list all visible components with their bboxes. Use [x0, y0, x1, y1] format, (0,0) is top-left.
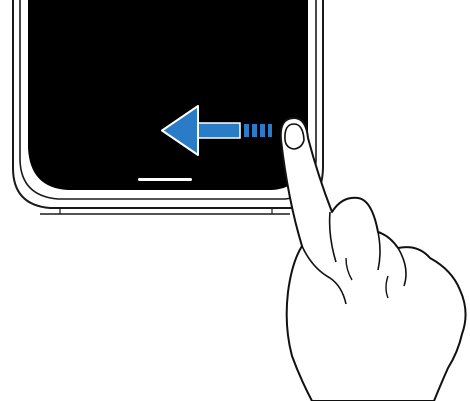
finger-crease	[328, 211, 337, 263]
arrow-tail-segment	[260, 124, 265, 137]
arrow-tail-segment	[244, 124, 249, 137]
arrow-tail-segment	[268, 124, 272, 137]
finger-crease	[377, 231, 381, 271]
gesture-handle-icon	[138, 178, 192, 181]
pointing-hand-icon	[279, 117, 467, 401]
finger-crease	[345, 257, 353, 281]
fingernail	[284, 123, 305, 150]
finger-crease	[397, 247, 407, 287]
phone-screen	[28, 0, 308, 190]
arrow-head	[161, 105, 199, 156]
swipe-left-arrow-icon	[161, 105, 272, 156]
hand-outline	[279, 117, 467, 401]
thumb-line	[301, 245, 347, 305]
arrow-tail-segment	[252, 124, 257, 137]
finger-crease	[385, 275, 389, 299]
